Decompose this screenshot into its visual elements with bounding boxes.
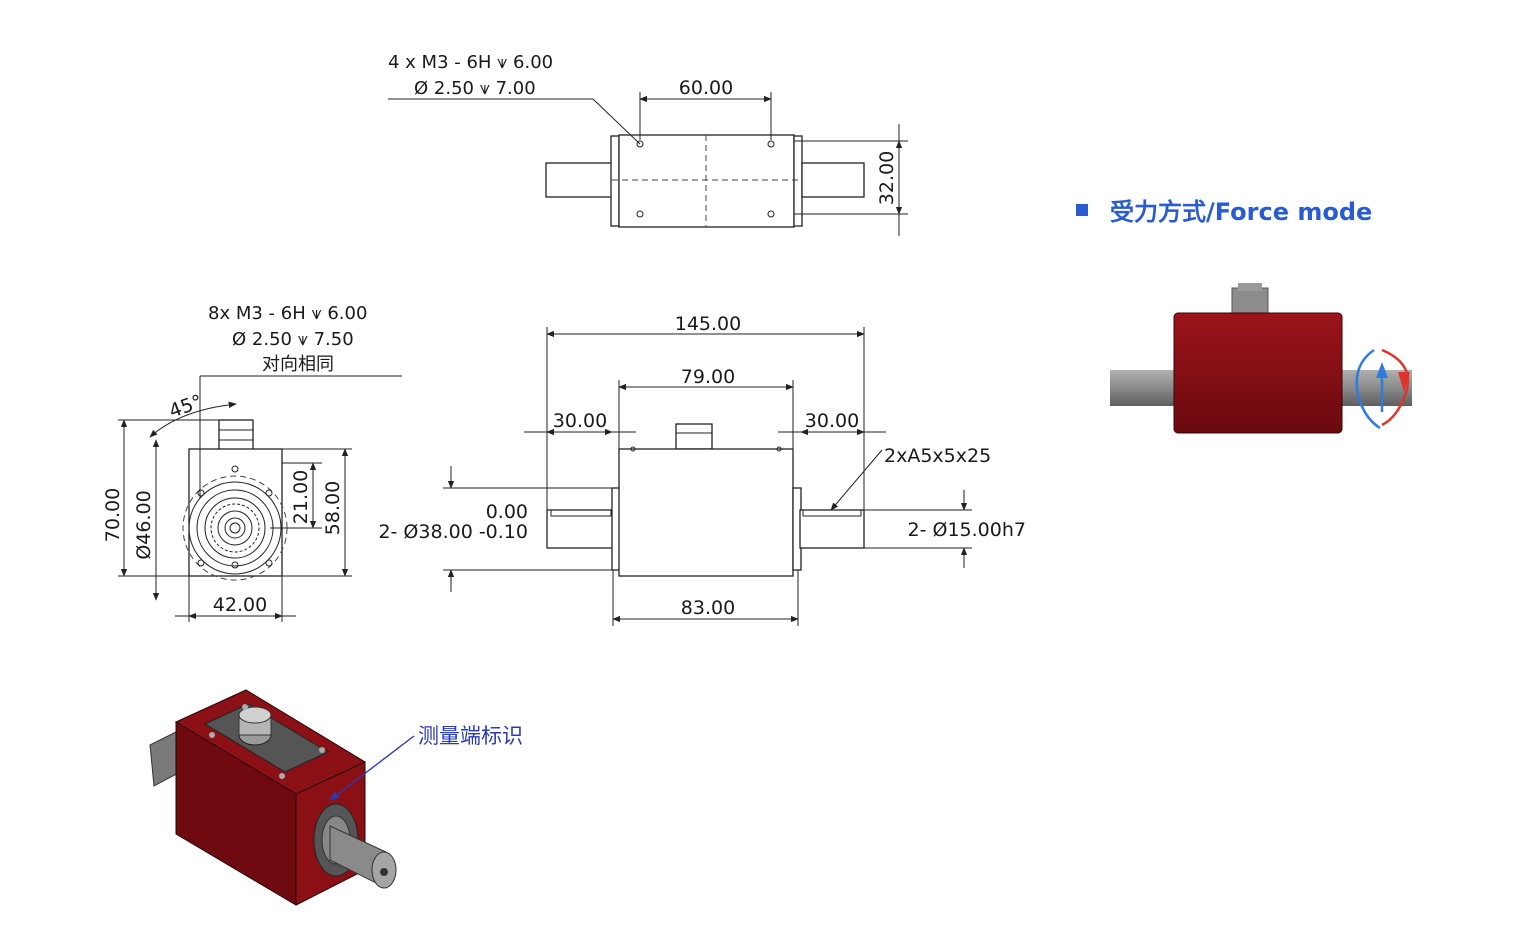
front-view: 145.00 79.00 30.00 30.00 2xA5x5x25 0.00 … <box>378 313 1026 626</box>
front-connector <box>675 423 713 450</box>
force-mode-bullet <box>1076 204 1088 216</box>
shaft-dia: 2- Ø15.00h7 <box>908 519 1026 541</box>
force-body <box>1173 312 1343 434</box>
dim-70: 70.00 <box>102 488 124 542</box>
iso-measure-label: 测量端标识 <box>418 724 523 748</box>
dim-46: Ø46.00 <box>133 490 155 559</box>
force-torque-blue-arrow <box>1355 348 1381 430</box>
top-hole <box>636 140 644 148</box>
force-mode-panel: 受力方式/Force mode <box>1076 198 1412 434</box>
top-left-collar <box>610 135 620 227</box>
dim-42: 42.00 <box>213 594 267 616</box>
dim-21: 21.00 <box>290 470 312 524</box>
end-angle: 45° <box>166 391 205 423</box>
top-view: 4 x M3 - 6H ⩛ 6.00 Ø 2.50 ⩛ 7.00 60.00 3… <box>388 52 908 236</box>
dim-hole-spacing: 60.00 <box>679 77 733 99</box>
top-hole <box>636 210 644 218</box>
tol-upper: 0.00 <box>486 501 528 523</box>
top-hole <box>767 210 775 218</box>
top-left-shaft <box>545 162 613 198</box>
top-hole-note-2: Ø 2.50 ⩛ 7.00 <box>414 78 536 99</box>
top-hole <box>767 140 775 148</box>
front-body <box>618 448 794 577</box>
end-hole-note-3: 对向相同 <box>262 354 334 375</box>
iso-measure-leader <box>329 735 415 801</box>
key-note: 2xA5x5x25 <box>884 445 991 467</box>
top-right-shaft <box>801 162 865 198</box>
end-body <box>188 448 283 577</box>
end-hole-note-1: 8x M3 - 6H ⩛ 6.00 <box>208 303 367 324</box>
dim-left-shaft: 30.00 <box>553 410 607 432</box>
force-connector <box>1231 287 1269 315</box>
end-connector <box>218 419 254 451</box>
top-hole-note-1: 4 x M3 - 6H ⩛ 6.00 <box>388 52 553 73</box>
dim-right-shaft: 30.00 <box>805 410 859 432</box>
dim-top-height: 32.00 <box>876 151 898 205</box>
end-view: 8x M3 - 6H ⩛ 6.00 Ø 2.50 ⩛ 7.50 对向相同 45°… <box>102 303 402 622</box>
top-right-collar <box>793 135 803 227</box>
force-torque-red-arrow <box>1381 348 1410 427</box>
end-hole-note-2: Ø 2.50 ⩛ 7.50 <box>232 329 354 350</box>
tol-dia: 2- Ø38.00 -0.10 <box>378 521 528 543</box>
dim-58: 58.00 <box>322 481 344 535</box>
dim-body-top: 79.00 <box>681 366 735 388</box>
dim-body-bottom: 83.00 <box>681 597 735 619</box>
force-mode-title: 受力方式/Force mode <box>1110 198 1372 226</box>
force-left-shaft <box>1110 370 1180 406</box>
dim-overall: 145.00 <box>675 313 741 335</box>
iso-view: 测量端标识 <box>149 689 523 906</box>
